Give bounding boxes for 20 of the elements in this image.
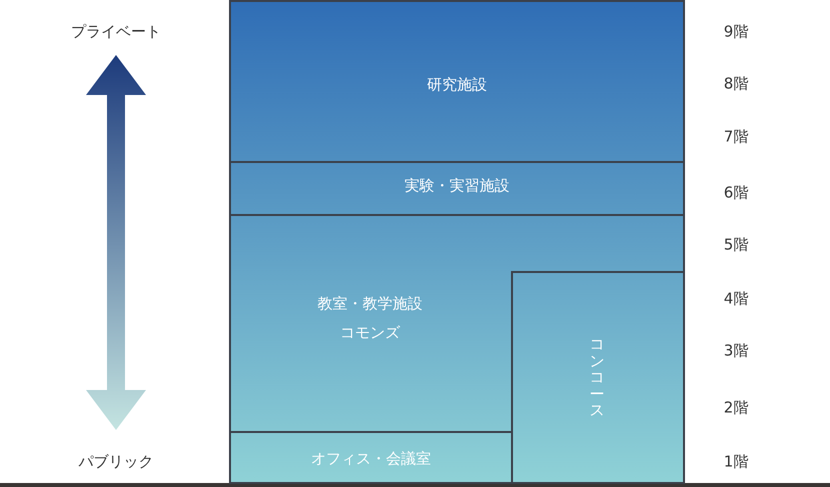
scale-end-label: プライベート [71, 22, 161, 42]
floor-label: 2階 [724, 398, 748, 418]
floor-zone-box [229, 214, 685, 484]
floor-label: 3階 [724, 342, 748, 360]
floor-zone-box [229, 0, 685, 163]
zone-label: コンコース [590, 336, 604, 418]
floor-zone-box [229, 161, 685, 216]
scale-end-label: パブリック [78, 452, 154, 472]
floor-label: 5階 [724, 236, 748, 254]
floor-label: 9階 [724, 22, 748, 42]
zone-label: 教室・教学施設 [318, 294, 422, 314]
floor-label: 6階 [724, 184, 748, 202]
zone-label: オフィス・会議室 [311, 450, 431, 468]
zone-label: 実験・実習施設 [404, 176, 510, 196]
zone-label: 研究施設 [427, 76, 487, 94]
floor-label: 8階 [724, 74, 748, 94]
floor-label: 4階 [724, 290, 748, 308]
floor-label: 1階 [724, 452, 748, 472]
zone-label: コモンズ [340, 324, 400, 342]
floor-label: 7階 [724, 128, 748, 146]
